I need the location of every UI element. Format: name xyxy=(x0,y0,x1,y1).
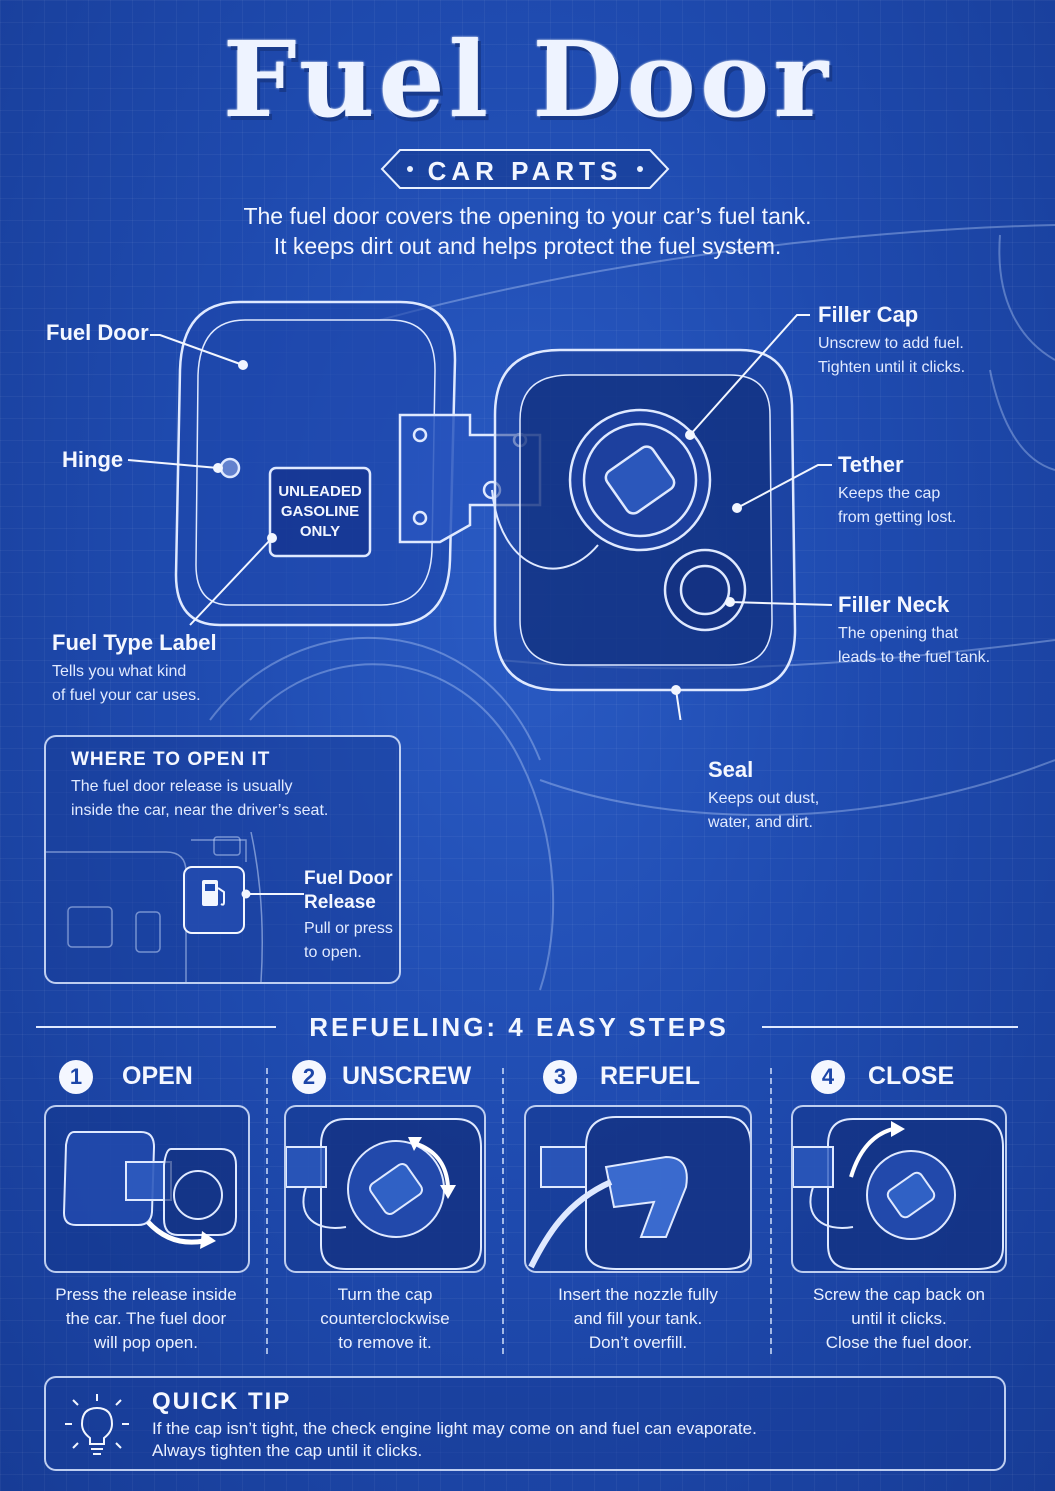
step-2-line-3: to remove it. xyxy=(338,1333,432,1352)
release-desc-1: Pull or press xyxy=(304,920,393,937)
label-hinge: Hinge xyxy=(62,447,124,472)
hinge-bolt xyxy=(219,457,241,479)
label-filler-cap-desc-2: Tighten until it clicks. xyxy=(818,359,966,376)
label-fuel-type-desc-1: Tells you what kind xyxy=(52,663,187,680)
quick-tip-line-1: If the cap isn’t tight, the check engine… xyxy=(152,1419,757,1438)
quick-tip-panel: QUICK TIP If the cap isn’t tight, the ch… xyxy=(44,1376,1006,1471)
label-tether-desc-2: from getting lost. xyxy=(838,509,957,526)
label-fuel-type-title: Fuel Type Label xyxy=(52,630,217,655)
release-label: Fuel Door Release Pull or press to open. xyxy=(304,867,393,965)
divider-right xyxy=(762,1026,1018,1028)
label-filler-cap-desc-1: Unscrew to add fuel. xyxy=(818,335,964,352)
label-filler-neck-desc-1: The opening that xyxy=(838,625,959,642)
filler-neck xyxy=(663,548,747,632)
label-filler-neck-title: Filler Neck xyxy=(838,592,950,617)
label-filler-cap: Filler Cap Unscrew to add fuel. Tighten … xyxy=(818,302,965,380)
fuel-door-panel xyxy=(174,300,457,627)
step-4-label: CLOSE xyxy=(868,1062,955,1090)
intro-line-2: It keeps dirt out and helps protect the … xyxy=(273,233,782,259)
step-1-line-2: the car. The fuel door xyxy=(65,1309,227,1328)
step-1-line-1: Press the release inside xyxy=(55,1285,237,1304)
step-3-line-2: and fill your tank. xyxy=(573,1309,703,1328)
nozzle xyxy=(604,1155,688,1238)
label-filler-neck: Filler Neck The opening that leads to th… xyxy=(838,592,990,670)
label-seal-desc-2: water, and dirt. xyxy=(708,814,813,831)
label-filler-neck-desc-2: leads to the fuel tank. xyxy=(838,649,991,666)
label-tether-title: Tether xyxy=(838,452,904,477)
car-body-outline xyxy=(209,224,1055,991)
subtitle-text: CAR PARTS xyxy=(427,156,623,186)
step-1-image xyxy=(44,1105,250,1273)
label-tether: Tether Keeps the cap from getting lost. xyxy=(838,452,956,530)
step-3-number: 3 xyxy=(543,1060,577,1094)
label-fuel-door: Fuel Door xyxy=(46,320,149,345)
step-4-line-2: until it clicks. xyxy=(851,1309,947,1328)
lightbulb-icon xyxy=(65,1394,129,1455)
step-4-number: 4 xyxy=(811,1060,845,1094)
where-title: WHERE TO OPEN IT xyxy=(71,749,271,770)
tether xyxy=(491,489,599,570)
step-3-label: REFUEL xyxy=(600,1062,700,1090)
quick-tip-title: QUICK TIP xyxy=(152,1388,292,1415)
step-1-label: OPEN xyxy=(122,1062,193,1090)
step-1-line-3: will pop open. xyxy=(94,1333,198,1352)
fuel-pump-icon xyxy=(202,880,225,906)
step-4-image xyxy=(791,1105,1007,1273)
release-desc-2: to open. xyxy=(304,944,362,961)
quick-tip-line-2: Always tighten the cap until it clicks. xyxy=(152,1441,423,1460)
plate-line-1: UNLEADED xyxy=(278,483,362,500)
label-seal-desc-1: Keeps out dust, xyxy=(708,790,820,807)
step-2-description: Turn the cap counterclockwise to remove … xyxy=(272,1283,498,1355)
fuel-type-plate xyxy=(268,466,372,558)
step-3-image xyxy=(524,1105,752,1273)
page-title: Fuel Door xyxy=(222,18,833,141)
label-tether-desc-1: Keeps the cap xyxy=(838,485,941,502)
dashboard-sketch xyxy=(46,832,304,982)
where-to-open-panel: WHERE TO OPEN IT The fuel door release i… xyxy=(44,735,401,984)
step-4-line-1: Screw the cap back on xyxy=(813,1285,985,1304)
divider-left xyxy=(36,1026,276,1028)
step-1-description: Press the release inside the car. The fu… xyxy=(30,1283,262,1355)
steps-heading: REFUELING: 4 EASY STEPS xyxy=(309,1012,729,1042)
step-2-image xyxy=(284,1105,486,1273)
plate-line-3: ONLY xyxy=(299,523,341,540)
step-4-line-3: Close the fuel door. xyxy=(825,1333,973,1352)
label-seal-title: Seal xyxy=(708,757,754,782)
where-desc-1: The fuel door release is usually xyxy=(71,778,293,795)
subtitle-banner: CAR PARTS xyxy=(380,148,670,190)
step-divider-3 xyxy=(770,1068,772,1354)
step-2-line-1: Turn the cap xyxy=(337,1285,433,1304)
release-title-1: Fuel Door xyxy=(304,868,393,889)
label-seal: Seal Keeps out dust, water, and dirt. xyxy=(708,757,819,835)
step-3-description: Insert the nozzle fully and fill your ta… xyxy=(518,1283,758,1355)
plate-line-2: GASOLINE xyxy=(280,503,360,520)
step-1-number: 1 xyxy=(59,1060,93,1094)
step-divider-2 xyxy=(502,1068,504,1354)
step-4-description: Screw the cap back on until it clicks. C… xyxy=(782,1283,1016,1355)
rotate-arrow-icon xyxy=(413,1141,450,1188)
label-fuel-type: Fuel Type Label Tells you what kind of f… xyxy=(52,630,217,708)
where-desc-2: inside the car, near the driver’s seat. xyxy=(71,802,329,819)
fuel-door-diagram xyxy=(127,300,833,720)
step-3-line-1: Insert the nozzle fully xyxy=(558,1285,718,1304)
release-title-2: Release xyxy=(304,892,376,913)
label-filler-cap-title: Filler Cap xyxy=(818,302,919,327)
step-2-number: 2 xyxy=(292,1060,326,1094)
step-divider-1 xyxy=(266,1068,268,1354)
step-2-label: UNSCREW xyxy=(342,1062,472,1090)
fuel-type-plate-text: UNLEADED GASOLINE ONLY xyxy=(270,482,370,542)
step-2-line-2: counterclockwise xyxy=(320,1309,450,1328)
step-3-line-3: Don’t overfill. xyxy=(588,1333,688,1352)
label-fuel-type-desc-2: of fuel your car uses. xyxy=(52,687,201,704)
intro-line-1: The fuel door covers the opening to your… xyxy=(243,203,812,229)
tighten-arrow-icon xyxy=(849,1127,894,1178)
arrow-icon xyxy=(146,1220,205,1245)
